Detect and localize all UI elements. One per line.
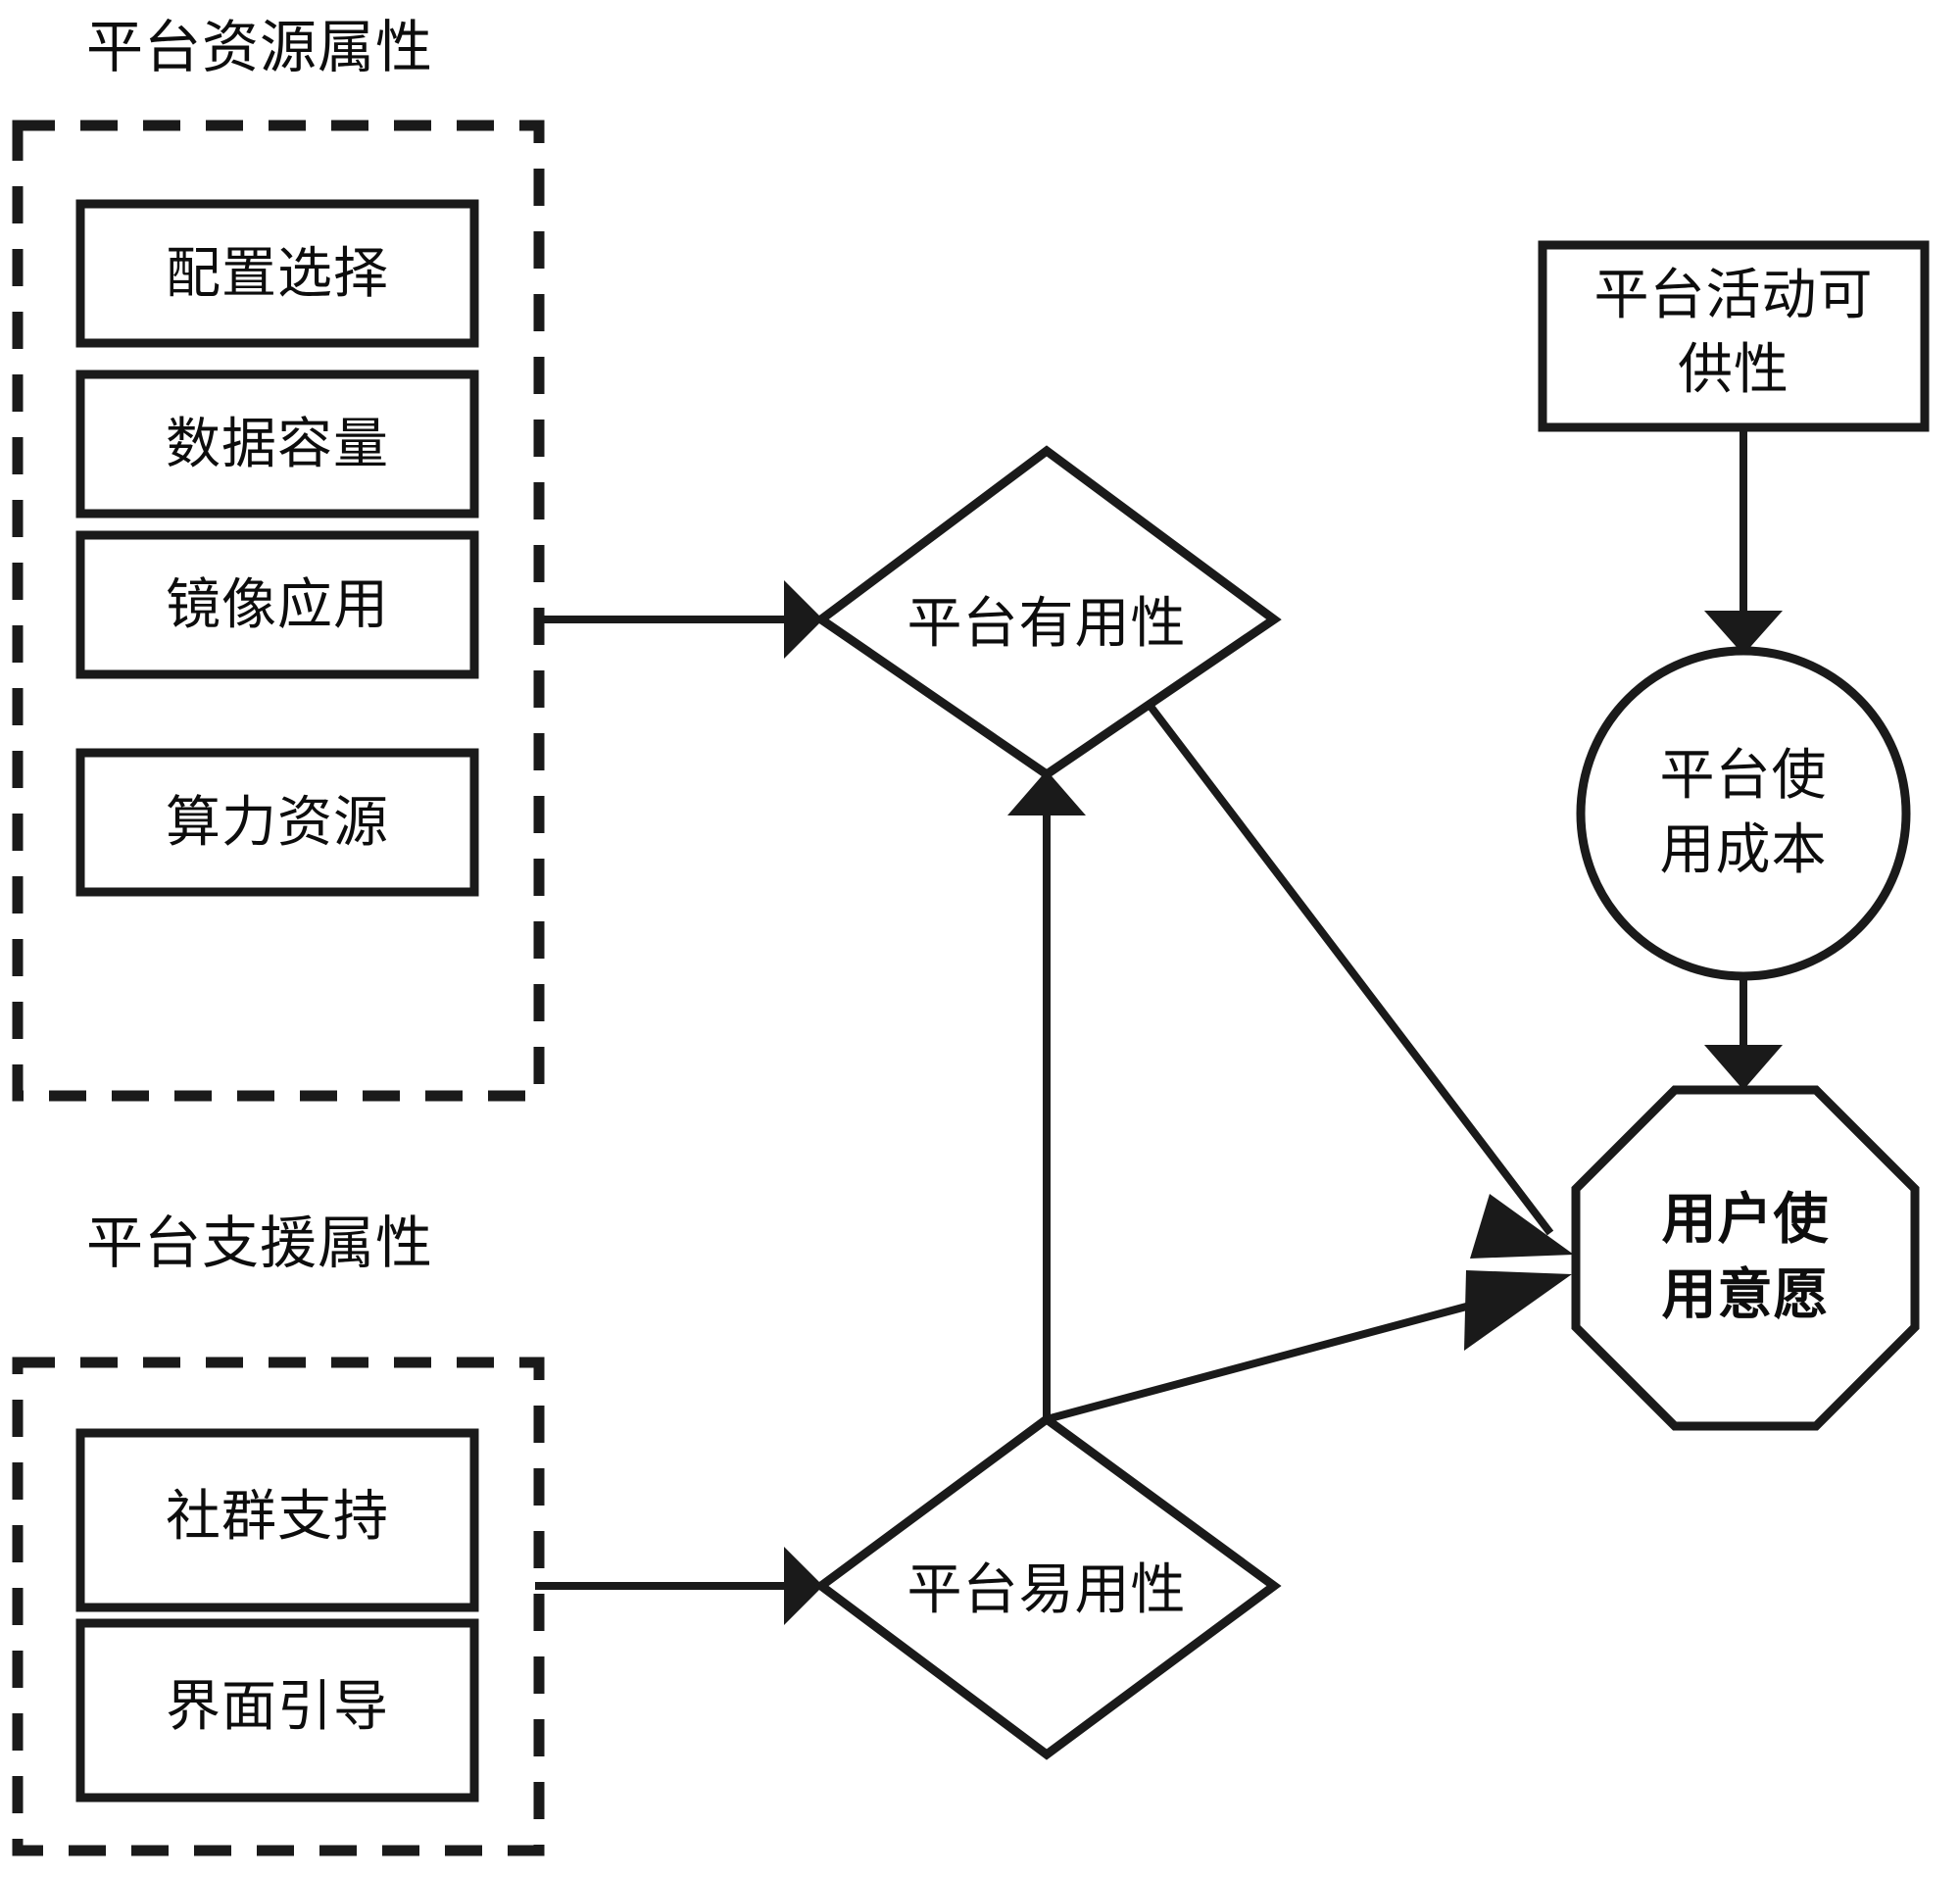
arrowhead-ease-to-intention — [1464, 1270, 1572, 1351]
node-intention[interactable] — [1571, 1085, 1920, 1431]
resource-item-box-2[interactable] — [75, 370, 479, 519]
support-group-title: 平台支援属性 — [86, 1210, 433, 1276]
support-item-label-1: 社群支持 — [166, 1485, 389, 1549]
node-cost[interactable] — [1576, 646, 1911, 981]
arrowhead-support-to-ease — [784, 1547, 823, 1625]
support-item-box-2[interactable] — [75, 1618, 479, 1803]
resource-item-label-2: 数据容量 — [166, 413, 389, 476]
resource-item-box-3[interactable] — [75, 530, 479, 679]
node-ease-of-use[interactable] — [813, 1413, 1282, 1760]
arrowhead-affordance-to-cost — [1704, 611, 1783, 655]
resource-item-label-3: 镜像应用 — [166, 573, 389, 637]
edge-usefulness-to-intention — [1145, 701, 1554, 1236]
node-cost-label-line1: 平台使 — [1660, 744, 1828, 808]
support-group-container — [12, 1357, 545, 1856]
node-ease-of-use-label: 平台易用性 — [907, 1558, 1187, 1622]
node-affordance-label-line2: 供性 — [1678, 338, 1789, 402]
arrowhead-resource-to-usefulness — [784, 580, 823, 659]
resource-group-title: 平台资源属性 — [86, 14, 433, 80]
resource-group-container — [12, 120, 545, 1102]
support-item-label-2: 界面引导 — [166, 1675, 389, 1739]
arrowhead-cost-to-intention — [1704, 1045, 1783, 1090]
node-intention-label-line1: 用户使 — [1662, 1188, 1830, 1252]
node-intention-label-line2: 用意愿 — [1662, 1263, 1830, 1327]
node-cost-label-line2: 用成本 — [1660, 818, 1828, 882]
arrowhead-usefulness-to-intention — [1470, 1194, 1574, 1259]
arrowhead-ease-to-usefulness — [1007, 770, 1086, 815]
resource-item-label-1: 配置选择 — [166, 242, 389, 306]
node-affordance-label-line1: 平台活动可 — [1594, 264, 1874, 327]
node-usefulness-label: 平台有用性 — [907, 592, 1187, 656]
support-item-box-1[interactable] — [75, 1428, 479, 1612]
resource-item-label-4: 算力资源 — [166, 791, 389, 855]
resource-item-box-1[interactable] — [75, 199, 479, 348]
resource-item-box-4[interactable] — [75, 748, 479, 897]
node-affordance[interactable] — [1538, 240, 1930, 432]
